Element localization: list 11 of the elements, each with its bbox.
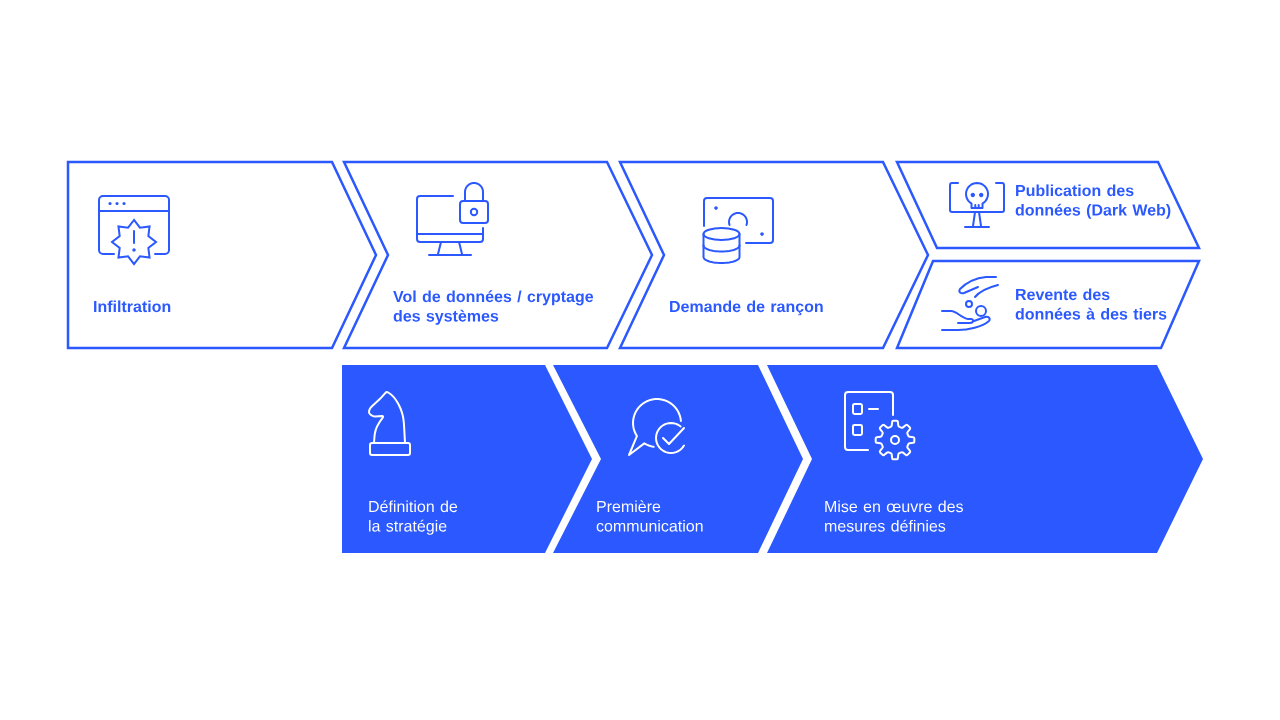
node-label: Définition de la stratégie [369, 500, 458, 535]
chevron-box: Infiltration [66, 160, 378, 350]
slanted-box: Revente des données à des tiers [895, 259, 1201, 350]
node-label: Mise en œuvre des mesures définies [825, 500, 963, 532]
chevron-box: Mise en œuvre des mesures définies [767, 365, 1203, 553]
chevron-box: Vol de données / cryptage des systèmes [342, 160, 654, 350]
chevron-box: Première communication [553, 365, 803, 553]
chevron-box: Définition de la stratégie [342, 365, 592, 553]
node-label: Première communication [596, 500, 703, 532]
slanted-box: Publication des données (Dark Web) [895, 160, 1201, 250]
chevron-box: Demande de rançon [618, 160, 930, 350]
